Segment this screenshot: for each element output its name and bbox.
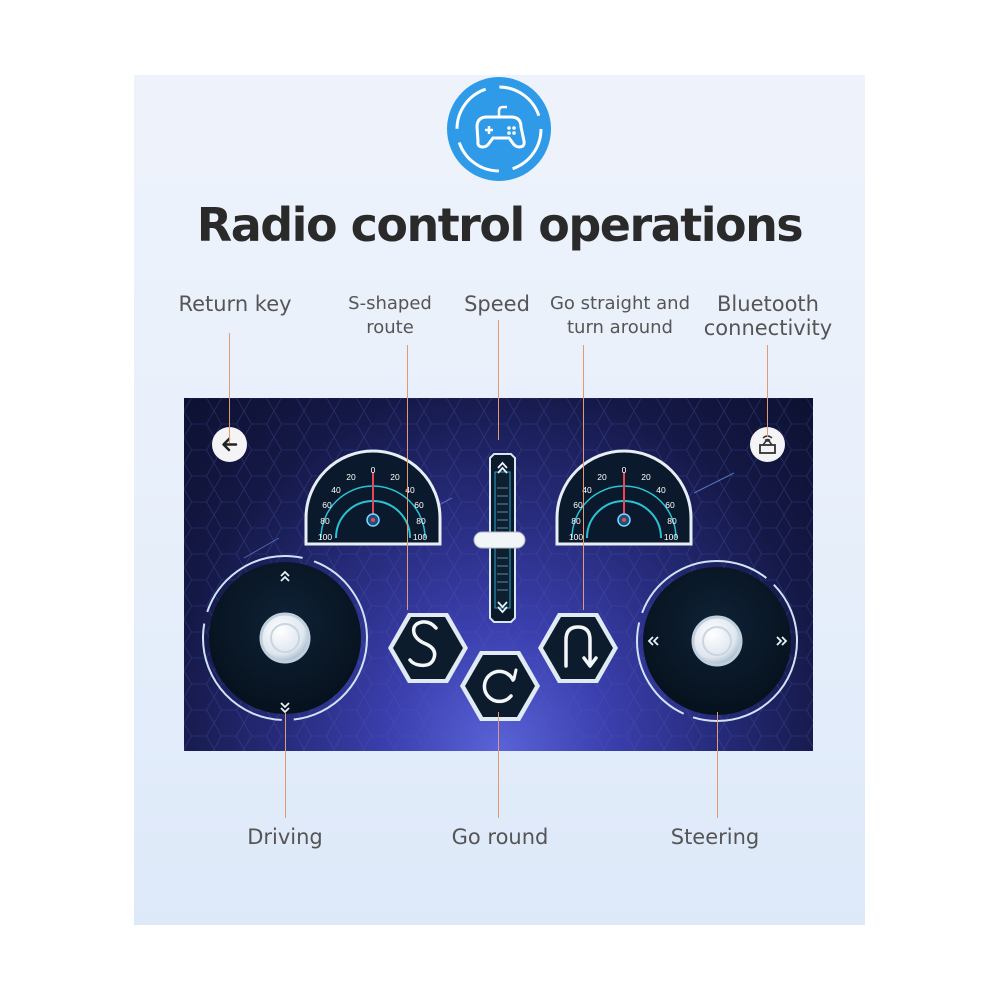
gauge-tick-20l: 20 — [346, 472, 356, 482]
gauge2-tick-60l: 60 — [573, 500, 583, 510]
chevron-right-icon — [776, 636, 788, 646]
gauge-tick-40l: 40 — [331, 485, 341, 495]
gauge2-tick-40l: 40 — [582, 485, 592, 495]
label-return-key: Return key — [178, 292, 292, 316]
label-s-shaped: S-shaped route — [330, 292, 450, 340]
gauge2-tick-80r: 80 — [667, 516, 677, 526]
label-driving: Driving — [247, 825, 323, 849]
speed-gauge-left: 0 20 20 40 40 60 60 80 80 100 100 — [304, 449, 442, 546]
leader-s-shaped — [407, 345, 408, 610]
gamepad-badge — [447, 77, 551, 181]
u-turn-button[interactable] — [538, 613, 618, 683]
leader-return-key — [229, 333, 230, 443]
driving-joystick-knob[interactable] — [259, 612, 311, 664]
gauge2-tick-80l: 80 — [571, 516, 581, 526]
gauge-tick-60r: 60 — [414, 500, 424, 510]
gauge-tick-100r: 100 — [413, 532, 427, 542]
gauge2-tick-40r: 40 — [656, 485, 666, 495]
label-go-straight-line1: Go straight and — [549, 293, 691, 314]
page-title: Radio control operations — [196, 198, 804, 252]
leader-speed-top — [498, 320, 499, 440]
label-bluetooth-line2: connectivity — [703, 316, 833, 340]
u-turn-icon — [564, 625, 592, 668]
label-go-straight: Go straight and turn around — [540, 292, 700, 340]
gamepad-icon — [455, 85, 543, 173]
leader-bluetooth — [767, 345, 768, 437]
label-bluetooth: Bluetooth connectivity — [698, 292, 838, 340]
s-route-button[interactable] — [388, 613, 468, 683]
gauge2-tick-60r: 60 — [665, 500, 675, 510]
gauge2-tick-0: 0 — [622, 465, 627, 475]
chevron-left-icon — [647, 636, 659, 646]
s-route-icon — [408, 620, 438, 668]
leader-driving — [285, 712, 286, 818]
label-speed: Speed — [464, 292, 530, 316]
chevron-up-icon — [280, 570, 290, 582]
go-round-button[interactable] — [460, 651, 540, 721]
rc-app-screen: 0 20 20 40 40 60 60 80 80 100 100 0 — [184, 398, 813, 751]
label-go-round: Go round — [451, 825, 549, 849]
label-bluetooth-line1: Bluetooth — [717, 292, 819, 316]
gauge-tick-40r: 40 — [405, 485, 415, 495]
gauge2-tick-20r: 20 — [641, 472, 651, 482]
label-s-shaped-line2: route — [366, 317, 414, 338]
gauge-tick-80l: 80 — [320, 516, 330, 526]
chevron-down-icon — [497, 601, 508, 614]
steering-joystick[interactable] — [636, 560, 798, 722]
label-s-shaped-line1: S-shaped — [348, 293, 432, 314]
steering-joystick-knob[interactable] — [691, 615, 743, 667]
chevron-up-icon — [497, 461, 508, 474]
leader-go-round — [498, 712, 499, 818]
gauge-tick-0: 0 — [371, 465, 376, 475]
speed-slider-thumb[interactable] — [473, 531, 526, 549]
leader-go-straight — [583, 345, 584, 610]
back-arrow-icon — [222, 437, 238, 452]
gauge-tick-20r: 20 — [390, 472, 400, 482]
gauge-tick-100l: 100 — [318, 532, 332, 542]
label-go-straight-line2: turn around — [567, 317, 673, 338]
speed-gauge-right: 0 20 20 40 40 60 60 80 80 100 100 — [555, 449, 693, 546]
speed-slider[interactable] — [473, 453, 526, 623]
gauge-tick-80r: 80 — [416, 516, 426, 526]
gauge2-tick-100l: 100 — [569, 532, 583, 542]
gauge2-tick-100r: 100 — [664, 532, 678, 542]
gauge-tick-60l: 60 — [322, 500, 332, 510]
gauge2-tick-20l: 20 — [597, 472, 607, 482]
driving-joystick[interactable] — [202, 555, 368, 721]
leader-steering — [717, 712, 718, 818]
label-steering: Steering — [670, 825, 760, 849]
